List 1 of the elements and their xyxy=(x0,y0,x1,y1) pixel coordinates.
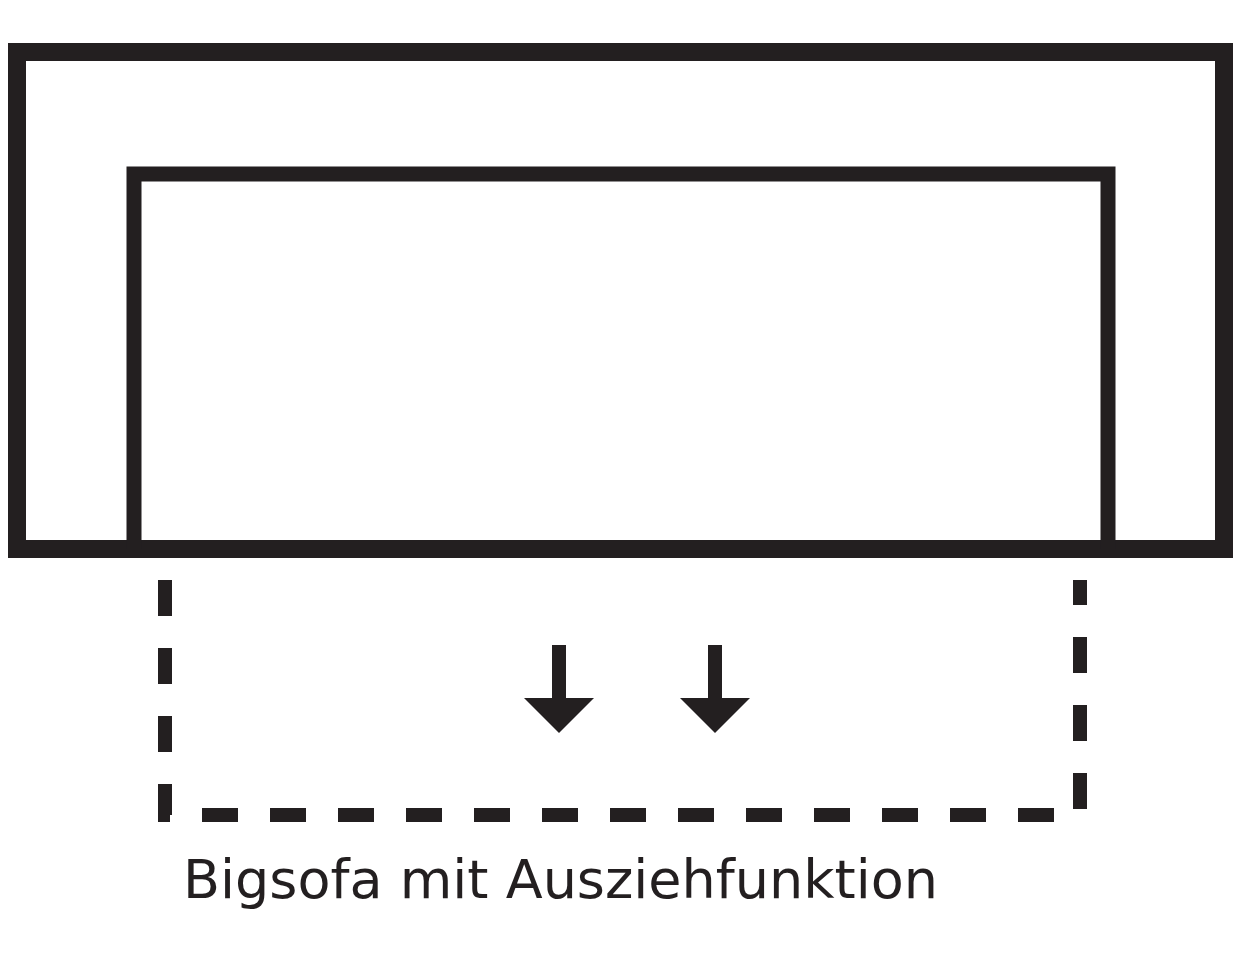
caption: Bigsofa mit Ausziehfunktion xyxy=(183,848,938,913)
